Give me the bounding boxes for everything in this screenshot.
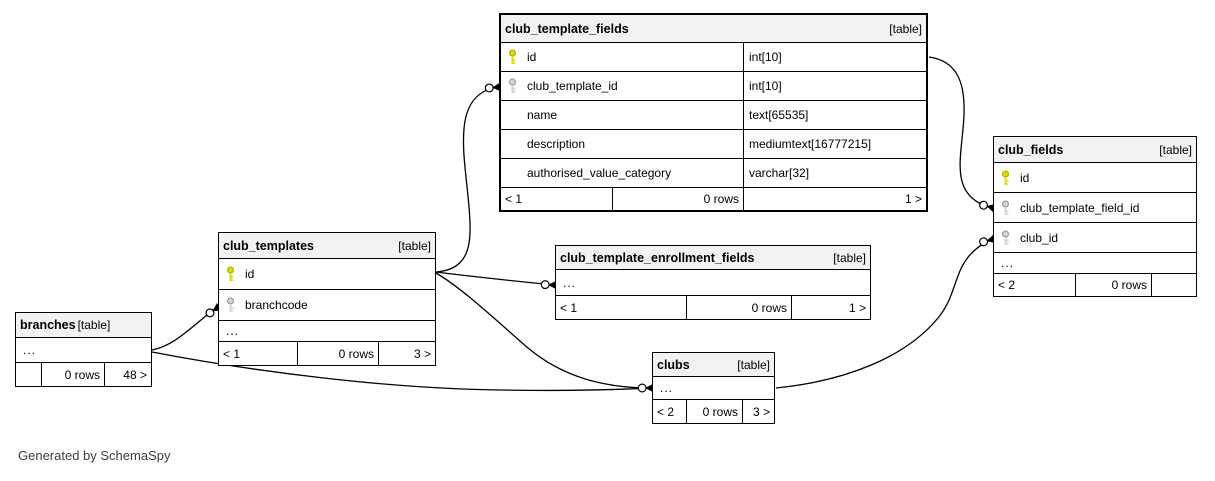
- table-footer: < 2 0 rows 3 >: [653, 400, 774, 423]
- more-columns-row: ...: [994, 253, 1196, 274]
- footer-next: 1 >: [904, 192, 922, 206]
- table-badge: [table]: [398, 238, 431, 253]
- relationship-line-club_templates-club_template_enrollment_fields: [435, 271, 555, 286]
- primary-key-icon: [1000, 170, 1011, 186]
- footer-row-count: 0 rows: [298, 342, 379, 365]
- column-type: varchar[32]: [749, 166, 810, 180]
- table-badge: [table]: [1159, 142, 1192, 157]
- column-name: branchcode: [245, 298, 308, 312]
- relationship-line-club_templates-club_template_fields: [435, 86, 500, 273]
- footer-back: < 2: [994, 274, 1076, 296]
- table-badge: [table]: [833, 250, 866, 265]
- footer-next: 48 >: [123, 367, 147, 382]
- fk-arrow-decoration: [540, 280, 557, 290]
- more-columns-row: ...: [219, 321, 435, 342]
- footer-back: < 1: [219, 342, 298, 365]
- column-name: name: [527, 108, 558, 122]
- table-header[interactable]: club_templates [table]: [219, 233, 435, 259]
- column-name: club_template_id: [527, 79, 618, 93]
- column-row: id: [994, 163, 1196, 193]
- footer-row-count: 0 rows: [42, 363, 105, 386]
- table-club_fields: club_fields [table] id club_template_fie…: [993, 136, 1197, 297]
- column-row: club_id: [994, 223, 1196, 253]
- table-club_template_enrollment_fields: club_template_enrollment_fields [table] …: [555, 245, 871, 320]
- table-footer: < 2 0 rows: [994, 274, 1196, 296]
- column-name: description: [527, 137, 586, 151]
- table-name: club_fields: [998, 142, 1064, 157]
- fk-arrow-decoration: [637, 383, 654, 393]
- table-footer: < 1 0 rows 1 >: [556, 296, 870, 319]
- foreign-key-icon: [1000, 230, 1011, 246]
- relationship-line-club_templates-clubs: [435, 272, 652, 389]
- footer-row-count: 0 rows: [687, 296, 792, 319]
- table-club_templates: club_templates [table] id branchcode ...…: [218, 232, 436, 366]
- column-name: id: [527, 50, 537, 64]
- column-name: club_template_field_id: [1020, 200, 1140, 215]
- table-name: club_template_fields: [505, 21, 629, 36]
- foreign-key-icon: [225, 297, 236, 313]
- column-row: id: [219, 259, 435, 290]
- relationship-line-club_template_fields-club_fields: [928, 56, 993, 209]
- column-row: id int[10]: [501, 43, 926, 72]
- table-name: club_templates: [223, 238, 315, 253]
- column-row: club_template_id int[10]: [501, 72, 926, 101]
- footer-next: 3 >: [413, 346, 431, 361]
- footer-row-count: 0 rows: [687, 400, 743, 423]
- table-name: branches: [20, 318, 76, 332]
- foreign-key-icon: [507, 78, 518, 94]
- more-columns-row: ...: [556, 270, 870, 296]
- primary-key-icon: [507, 49, 518, 65]
- column-row: name text[65535]: [501, 101, 926, 130]
- foreign-key-icon: [1000, 200, 1011, 216]
- relationship-line-clubs-club_fields: [775, 238, 993, 389]
- table-club_template_fields: club_template_fields [table] id int[10] …: [499, 13, 928, 212]
- table-footer: 0 rows 48 >: [16, 363, 151, 386]
- more-columns-row: ...: [653, 377, 774, 400]
- table-badge: [table]: [77, 318, 111, 332]
- table-footer: < 1 0 rows 1 >: [501, 188, 926, 210]
- footer-back: < 1: [501, 188, 613, 210]
- table-header[interactable]: branches [table]: [16, 313, 151, 338]
- column-name: id: [245, 267, 255, 281]
- footer-row-count: 0 rows: [613, 188, 744, 210]
- primary-key-icon: [225, 266, 236, 282]
- column-type: int[10]: [749, 79, 782, 93]
- table-name: clubs: [657, 357, 690, 372]
- column-name: authorised_value_category: [527, 166, 672, 180]
- table-header[interactable]: club_fields [table]: [994, 137, 1196, 163]
- footer-back: [16, 363, 42, 386]
- column-row: club_template_field_id: [994, 193, 1196, 223]
- footer-back: < 2: [653, 400, 687, 423]
- table-header[interactable]: club_template_fields [table]: [501, 15, 926, 43]
- footer-row-count: 0 rows: [1076, 274, 1152, 296]
- table-badge: [table]: [737, 357, 770, 372]
- footer-next: 3 >: [752, 404, 770, 419]
- table-footer: < 1 0 rows 3 >: [219, 342, 435, 365]
- generated-by-note: Generated by SchemaSpy: [18, 448, 171, 463]
- column-row: branchcode: [219, 290, 435, 321]
- column-type: text[65535]: [749, 108, 809, 122]
- column-name: id: [1020, 170, 1030, 185]
- relationship-line-branches-clubs: [151, 351, 652, 392]
- column-type: int[10]: [749, 50, 782, 64]
- more-columns-row: ...: [16, 338, 151, 363]
- column-row: authorised_value_category varchar[32]: [501, 159, 926, 188]
- footer-next: [1152, 274, 1196, 296]
- footer-next: 1 >: [848, 300, 866, 315]
- footer-back: < 1: [556, 296, 687, 319]
- column-row: description mediumtext[16777215]: [501, 130, 926, 159]
- column-name: club_id: [1020, 230, 1059, 245]
- table-name: club_template_enrollment_fields: [560, 250, 755, 265]
- table-header[interactable]: club_template_enrollment_fields [table]: [556, 246, 870, 270]
- table-clubs: clubs [table] ... < 2 0 rows 3 >: [652, 352, 775, 424]
- fk-arrow-decoration: [484, 82, 501, 93]
- table-branches: branches [table] ... 0 rows 48 >: [15, 312, 152, 387]
- table-header[interactable]: clubs [table]: [653, 353, 774, 377]
- column-type: mediumtext[16777215]: [749, 137, 872, 151]
- table-badge: [table]: [889, 21, 922, 36]
